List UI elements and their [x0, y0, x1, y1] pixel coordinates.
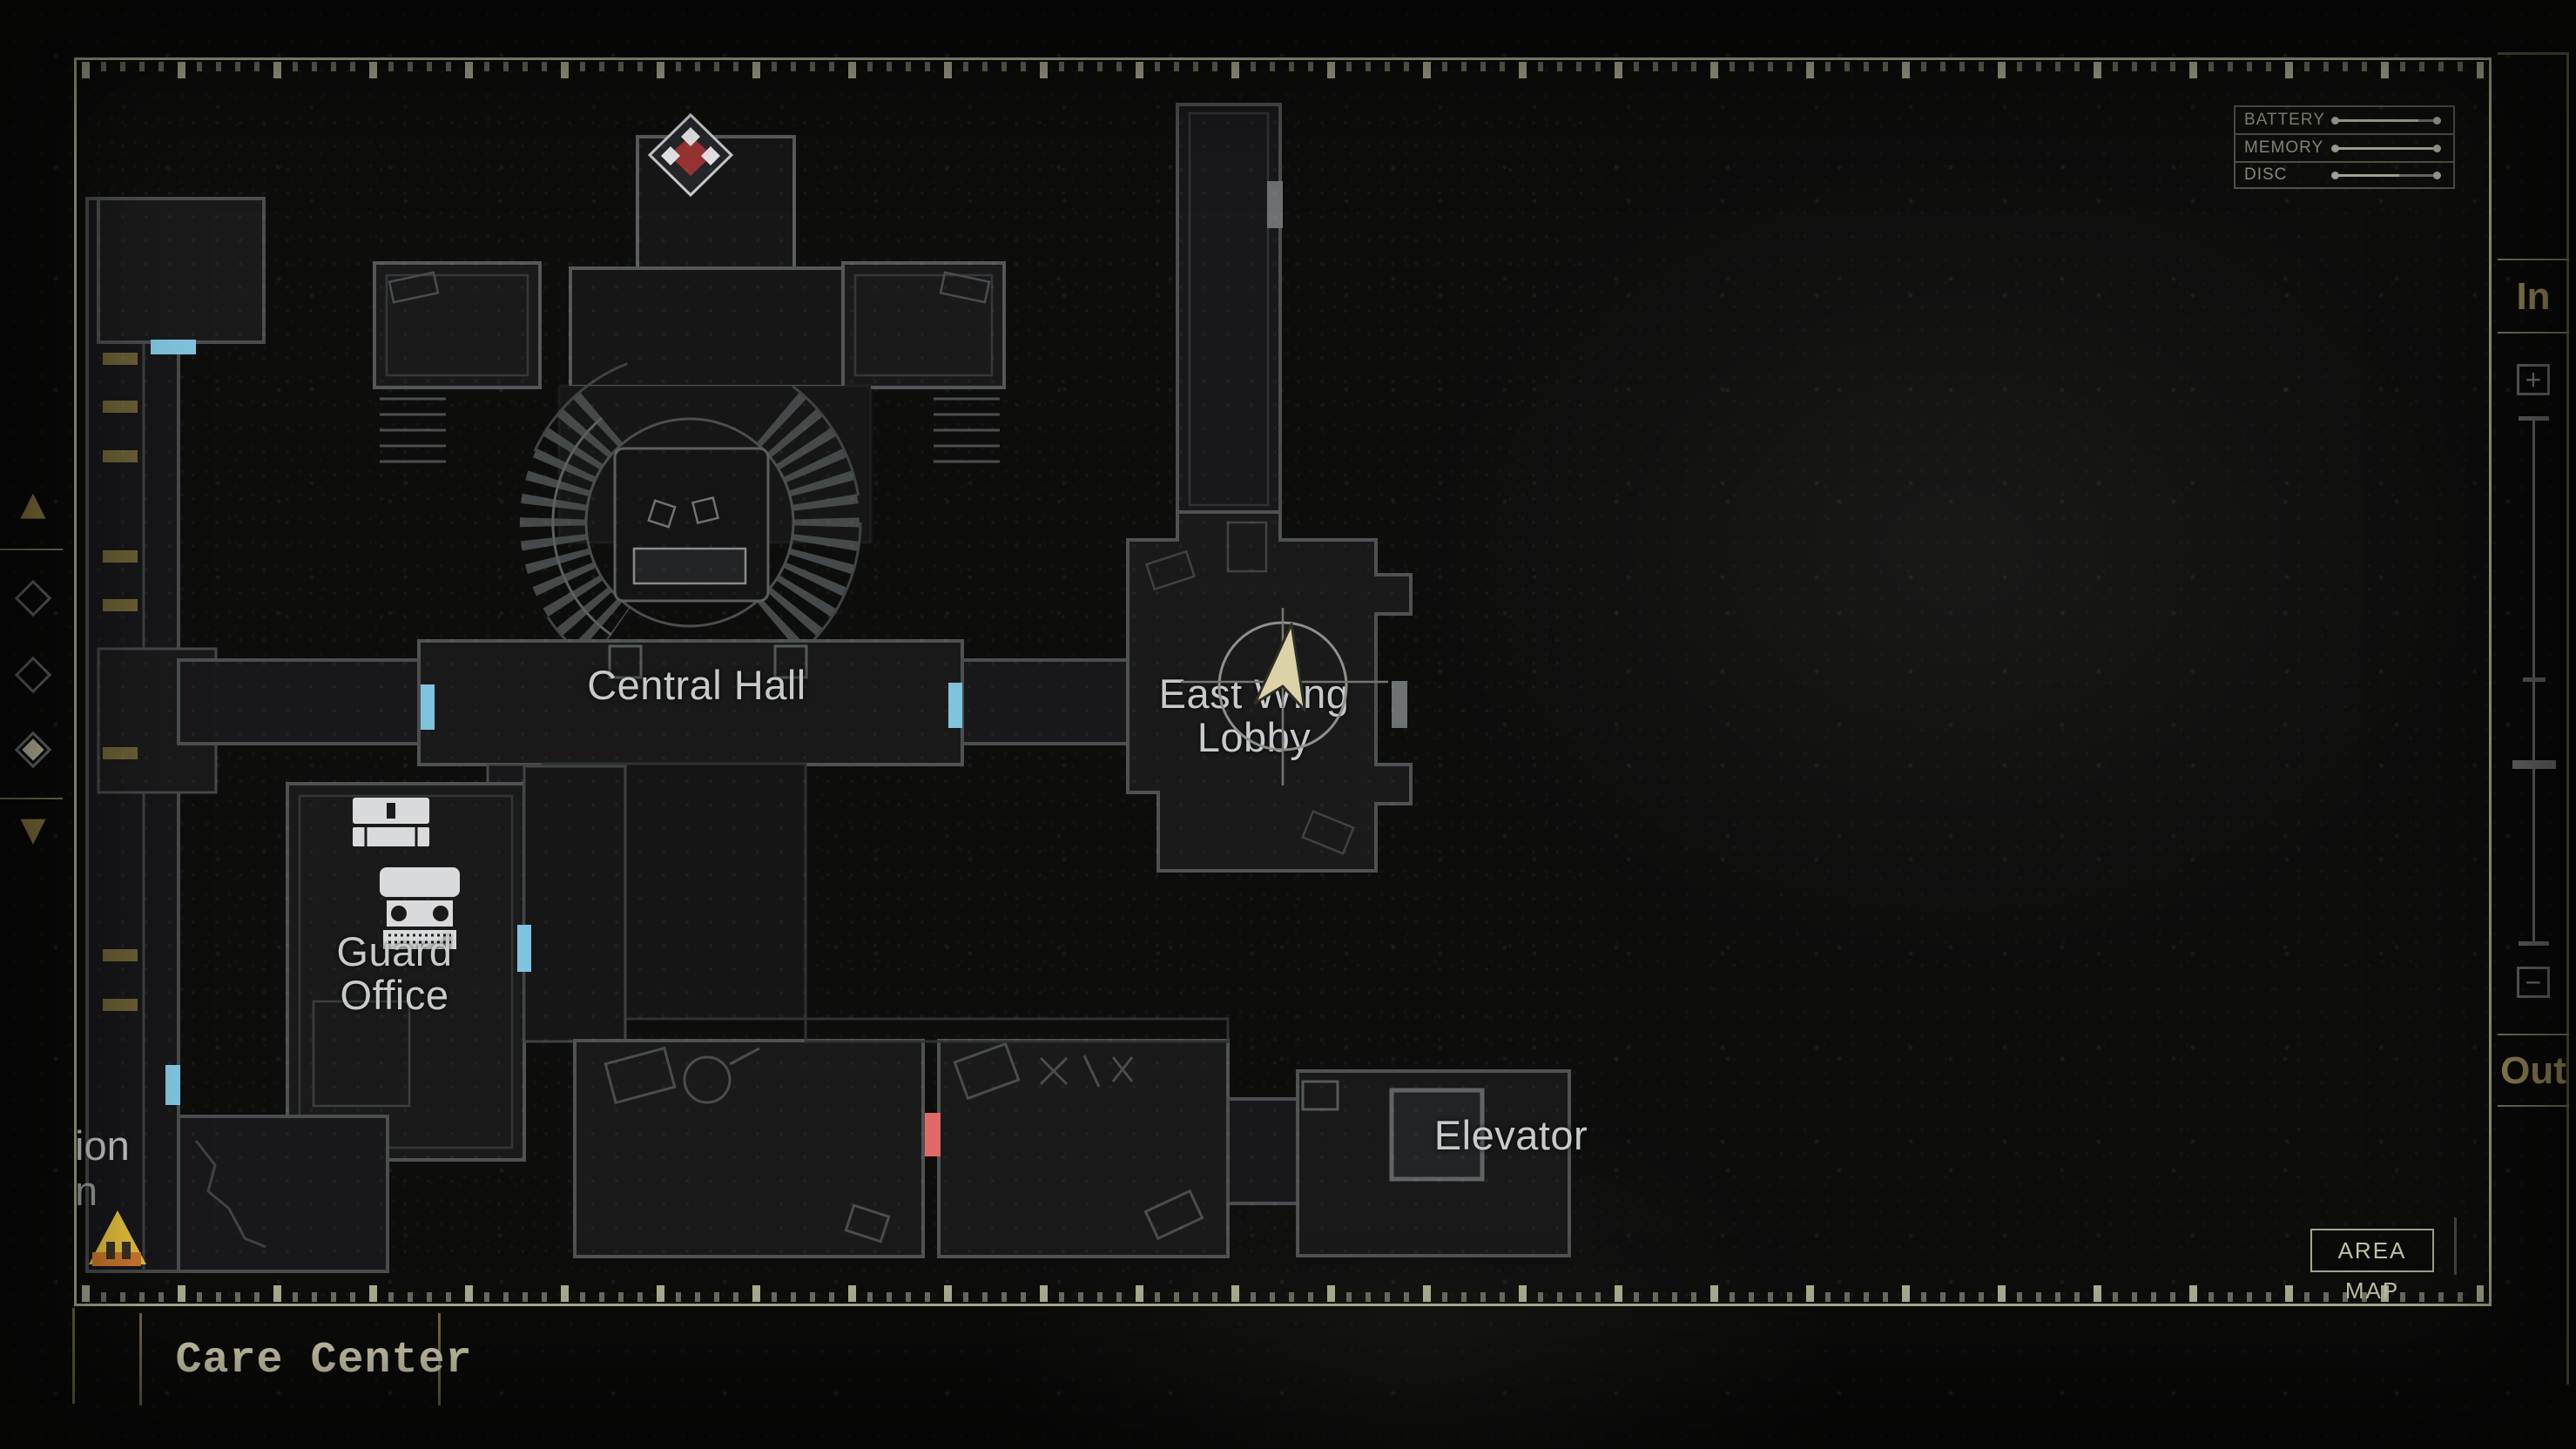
ruler-ticks-bottom — [82, 1284, 2484, 1302]
zoom-slider-handle[interactable] — [2512, 760, 2556, 769]
floor-up-arrow[interactable]: ▲ — [20, 484, 46, 522]
divider — [0, 549, 63, 550]
room-label-line: Office — [340, 971, 449, 1018]
zoom-slider[interactable] — [2499, 416, 2567, 946]
room-label-clipped: n — [75, 1168, 98, 1214]
floor-diamond-icon[interactable] — [14, 579, 52, 617]
panel-border — [2566, 52, 2569, 1385]
gauge-label: DISC — [2244, 165, 2288, 184]
divider — [0, 798, 63, 799]
gauge-bar-icon — [2331, 171, 2441, 179]
floor-title: Care Center — [175, 1336, 473, 1385]
gauge-bar-icon — [2331, 116, 2441, 125]
title-guide-line — [139, 1313, 142, 1405]
room-label-clipped: ion — [75, 1122, 130, 1169]
zoom-in-button[interactable]: + — [2517, 364, 2550, 395]
panel-border — [2498, 52, 2569, 55]
room-label-line: Guard — [336, 928, 453, 974]
room-label-east-wing: East Wing Lobby — [1132, 672, 1376, 759]
gauge-disc: DISC — [2235, 161, 2453, 189]
gauge-memory: MEMORY — [2235, 133, 2453, 161]
gauge-bar-icon — [2331, 144, 2441, 152]
title-guide-line — [72, 1308, 75, 1404]
zoom-out-button[interactable]: − — [2517, 967, 2550, 998]
floor-selector: ▲ ▼ — [0, 484, 66, 860]
zoom-slider-cap — [2519, 941, 2549, 946]
area-map-button[interactable]: AREA MAP — [2310, 1229, 2434, 1304]
room-label-guard-office: Guard Office — [287, 930, 502, 1017]
gauge-label: MEMORY — [2244, 138, 2324, 157]
zoom-out-label[interactable]: Out — [2498, 1034, 2569, 1107]
zoom-slider-cap — [2519, 416, 2549, 421]
zoom-in-label[interactable]: In — [2498, 259, 2569, 334]
gauge-label: BATTERY — [2244, 111, 2325, 129]
room-label-elevator: Elevator — [1433, 1112, 1588, 1158]
zoom-slider-tick — [2523, 677, 2546, 682]
zoom-panel: In + − Out — [2498, 52, 2573, 1385]
floor-diamond-icon-selected[interactable] — [14, 731, 52, 769]
title-guide-line — [438, 1313, 441, 1405]
area-map-guide-line — [2454, 1217, 2457, 1275]
room-label-line: Lobby — [1197, 713, 1312, 760]
floor-down-arrow[interactable]: ▼ — [20, 810, 46, 848]
resource-gauges: BATTERY MEMORY DISC — [2234, 105, 2455, 189]
room-label-line: East Wing — [1158, 671, 1350, 717]
room-label-central-hall: Central Hall — [587, 662, 806, 708]
ruler-ticks-top — [82, 62, 2484, 79]
floor-diamond-icon[interactable] — [14, 656, 52, 694]
gauge-battery: BATTERY — [2235, 105, 2453, 133]
